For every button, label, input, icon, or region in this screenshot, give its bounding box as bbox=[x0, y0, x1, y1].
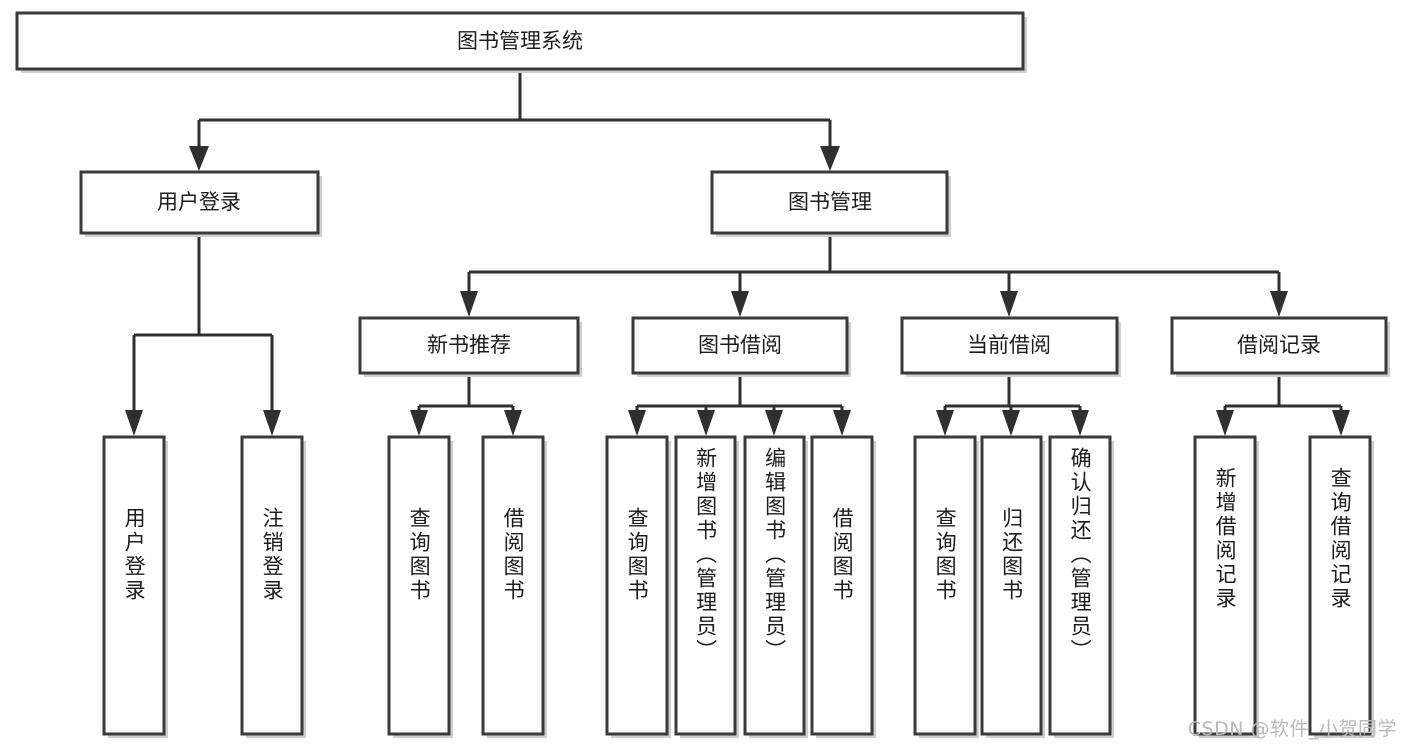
node-root[interactable]: 图书管理系统 bbox=[15, 11, 1027, 73]
arrow-head-bb-edit-book bbox=[765, 410, 783, 436]
node-new-book-recommend[interactable]: 新书推荐 bbox=[358, 316, 582, 377]
arrow-head-borrow-record bbox=[1270, 291, 1288, 317]
node-book-borrow-label: 图书借阅 bbox=[698, 333, 782, 357]
watermark-text: CSDN @软件_小贺同学 bbox=[1187, 718, 1397, 740]
arrow-head-book-mgmt bbox=[820, 146, 840, 171]
arrow-head-current-borrow bbox=[1000, 291, 1018, 317]
arrow-head-leaf-logout bbox=[263, 410, 281, 436]
arrow-head-cb-return-book bbox=[1002, 410, 1020, 436]
arrow-head-br-add-record bbox=[1216, 410, 1234, 436]
connector-group-borrow-record bbox=[1216, 373, 1350, 436]
connector-group-new-book bbox=[410, 373, 522, 436]
connector-group-root bbox=[189, 69, 840, 171]
node-leaf-user-login[interactable] bbox=[102, 435, 168, 738]
node-leaf-bb-borrow-book[interactable] bbox=[810, 435, 876, 738]
connector-group-user-login bbox=[125, 233, 281, 436]
arrow-head-br-query-record bbox=[1332, 410, 1350, 436]
node-leaf-nb-borrow-book[interactable] bbox=[481, 435, 547, 738]
connector-group-current-borrow bbox=[936, 373, 1089, 436]
node-book-management[interactable]: 图书管理 bbox=[710, 170, 951, 237]
connector-group-book-borrow bbox=[628, 373, 851, 436]
node-new-book-recommend-label: 新书推荐 bbox=[427, 333, 511, 357]
node-borrow-record[interactable]: 借阅记录 bbox=[1170, 316, 1390, 377]
node-leaf-cb-confirm-return[interactable] bbox=[1048, 435, 1114, 738]
node-leaf-bb-edit-book[interactable] bbox=[743, 435, 808, 738]
node-current-borrow-label: 当前借阅 bbox=[967, 333, 1051, 357]
connector-group-book-mgmt bbox=[460, 233, 1288, 317]
node-leaf-bb-query-book[interactable] bbox=[605, 435, 671, 738]
node-leaf-br-query-record[interactable] bbox=[1308, 435, 1374, 738]
arrow-head-nb-borrow-book bbox=[504, 410, 522, 436]
arrow-head-nb-query-book bbox=[410, 410, 428, 436]
arrow-head-cb-query-book bbox=[936, 410, 954, 436]
node-leaf-cb-query-book[interactable] bbox=[913, 435, 979, 738]
node-leaf-nb-query-book[interactable] bbox=[387, 435, 453, 738]
node-leaf-br-add-record[interactable] bbox=[1193, 435, 1259, 738]
node-borrow-record-label: 借阅记录 bbox=[1237, 333, 1321, 357]
node-book-borrow[interactable]: 图书借阅 bbox=[631, 316, 851, 377]
node-root-label: 图书管理系统 bbox=[457, 29, 583, 53]
node-leaf-bb-add-book[interactable] bbox=[674, 435, 739, 738]
arrow-head-user-login bbox=[189, 146, 209, 171]
arrow-head-bb-query-book bbox=[628, 410, 646, 436]
arrow-head-new-book bbox=[460, 291, 478, 317]
node-leaf-cb-return-book[interactable] bbox=[980, 435, 1045, 738]
node-book-management-label: 图书管理 bbox=[788, 190, 872, 214]
arrow-head-bb-add-book bbox=[697, 410, 715, 436]
node-user-login[interactable]: 用户登录 bbox=[79, 170, 322, 237]
node-leaf-logout[interactable] bbox=[240, 435, 306, 738]
arrow-head-leaf-user-login bbox=[125, 410, 143, 436]
arrow-head-book-borrow bbox=[731, 291, 749, 317]
node-current-borrow[interactable]: 当前借阅 bbox=[900, 316, 1121, 377]
arrow-head-bb-borrow-book bbox=[833, 410, 851, 436]
node-user-login-label: 用户登录 bbox=[157, 190, 241, 214]
arrow-head-cb-confirm-return bbox=[1071, 410, 1089, 436]
